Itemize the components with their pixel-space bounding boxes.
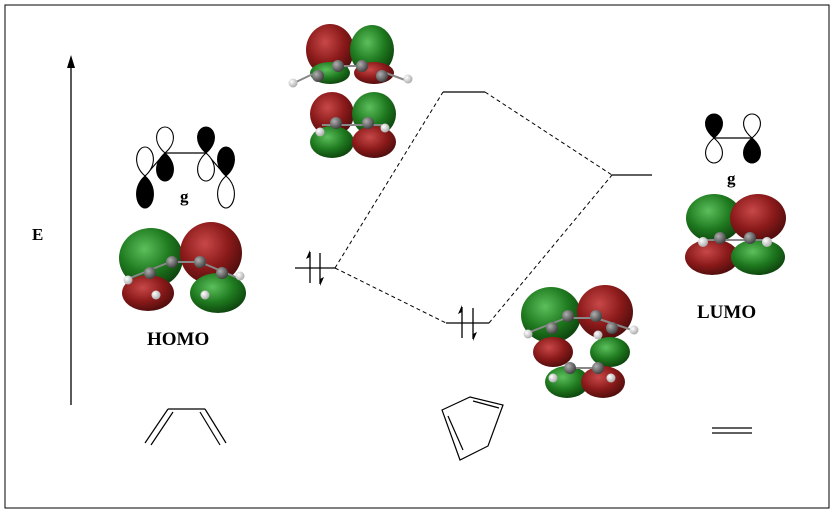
bonding-electron-pair bbox=[458, 305, 477, 341]
bonding-orbital-render bbox=[521, 285, 639, 398]
lumo-label: LUMO bbox=[697, 302, 756, 323]
butadiene-structure bbox=[144, 408, 227, 446]
cyclic-product-structure bbox=[441, 396, 504, 461]
homo-orbital-render bbox=[119, 222, 246, 313]
antibonding-orbital-render bbox=[288, 24, 413, 158]
butadiene-orbital-schematic bbox=[136, 126, 235, 209]
spin-down-arrow-icon bbox=[473, 332, 477, 341]
energy-levels bbox=[295, 91, 652, 324]
spin-up-arrow-icon bbox=[306, 250, 310, 259]
correlation-lines bbox=[334, 91, 613, 324]
homo-electron-pair bbox=[306, 250, 324, 286]
ethylene-orbital-schematic bbox=[705, 113, 761, 164]
spin-down-arrow-icon bbox=[320, 277, 324, 286]
lumo-symmetry-label: g bbox=[727, 169, 736, 188]
frame-border bbox=[4, 4, 830, 509]
ethylene-structure bbox=[712, 427, 752, 434]
spin-up-arrow-icon bbox=[458, 305, 462, 314]
homo-label: HOMO bbox=[147, 329, 209, 350]
axis-arrowhead-icon bbox=[67, 55, 75, 68]
lumo-orbital-render bbox=[685, 194, 786, 275]
homo-symmetry-label: g bbox=[180, 187, 189, 206]
energy-axis: E bbox=[32, 55, 75, 405]
energy-axis-label: E bbox=[32, 225, 43, 244]
